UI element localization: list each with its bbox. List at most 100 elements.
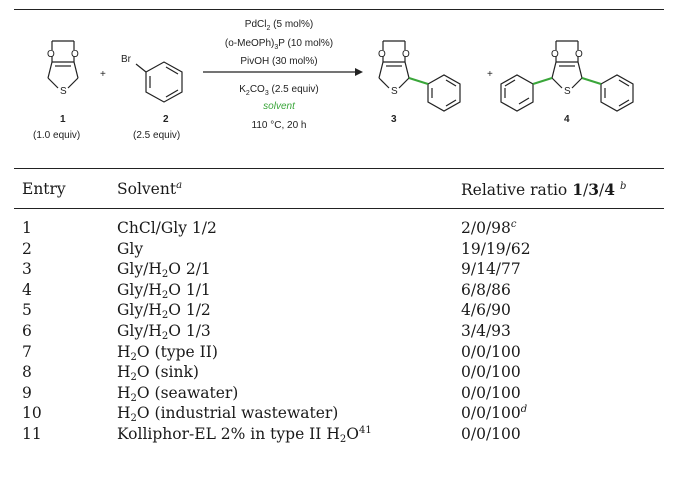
solvent-text-part: H [117, 404, 131, 423]
ratio-value: 4/6/90 [461, 301, 511, 320]
solvent-text-part: 2 [161, 289, 169, 301]
top-rule [14, 9, 664, 11]
header-entry: Entry [22, 180, 66, 198]
ratio-value: 0/0/100 [461, 383, 521, 402]
solvent-cell: Gly/H2O 1/2 [117, 301, 211, 321]
ratio-cell: 0/0/100 [461, 425, 521, 443]
product-4-label: 4 [564, 114, 570, 125]
atom-o: O [71, 49, 79, 60]
solvent-cell: Gly/H2O 1/3 [117, 322, 211, 342]
solvent-cell: H2O (industrial wastewater) [117, 404, 338, 425]
solvent-text-part: O 1/3 [168, 322, 211, 340]
solvent-text-part: 2 [130, 351, 137, 363]
solvent-text-part: Gly/H [117, 260, 162, 279]
atom-o: O [551, 49, 559, 60]
atom-o: O [402, 49, 410, 60]
ratio-cell: 3/4/93 [461, 322, 511, 340]
solvent-cell: H2O (type II) [117, 342, 218, 363]
product-3-structure [378, 40, 461, 112]
ratio-cell: 0/0/100 [461, 384, 521, 402]
solvent-text-part: Kolliphor-EL 2% in type II H [117, 425, 340, 443]
new-bond-right [581, 77, 602, 85]
ratio-cell: 4/6/90 [461, 301, 511, 319]
entry-number: 9 [22, 383, 32, 402]
reactant-1-label: 1 [60, 114, 66, 125]
ratio-value: 6/8/86 [461, 280, 511, 299]
solvent-text-part: Gly/H [117, 322, 162, 340]
solvent-cell: Gly/H2O 2/1 [117, 260, 211, 281]
solvent-text-part: Gly [117, 239, 144, 258]
solvent-text-part: O [346, 425, 359, 443]
solvent-text-part: 2 [130, 372, 137, 384]
solvent-text-part: O 1/1 [168, 280, 211, 299]
entry-number: 4 [22, 280, 32, 299]
solvent-text-part: Gly/H [117, 301, 162, 320]
header-rule [14, 208, 664, 209]
table-row: 3 Gly/H2O 2/1 9/14/77 [0, 260, 675, 280]
condition-ligand: (o-MeOPh)3P (10 mol%) [225, 38, 333, 51]
entry-number: 7 [22, 342, 32, 361]
solvent-text-part: 2 [161, 269, 169, 281]
reactant-2-label: 2 [163, 114, 169, 125]
solvent-text-part: 2 [161, 331, 169, 342]
entry-number: 8 [22, 363, 32, 382]
ratio-value: 19/19/62 [461, 239, 531, 258]
atom-o: O [575, 49, 583, 60]
ratio-value: 0/0/100 [461, 363, 521, 382]
ratio-value: 3/4/93 [461, 322, 511, 340]
atom-s: S [391, 86, 398, 97]
arrow-head [355, 68, 363, 76]
solvent-cell: Kolliphor-EL 2% in type II H2O41 [117, 425, 372, 445]
ratio-cell: 0/0/100 [461, 363, 521, 381]
ratio-value: 9/14/77 [461, 260, 521, 279]
solvent-text-part: H [117, 342, 131, 361]
bromobenzene-structure [135, 61, 183, 103]
table-row: 7 H2O (type II) 0/0/100 [0, 343, 675, 363]
ratio-cell: 19/19/62 [461, 240, 531, 258]
solvent-text-part: O 2/1 [168, 260, 211, 279]
ratio-footnote: d [520, 404, 528, 416]
entry-number: 11 [22, 425, 42, 443]
solvent-text-part: 41 [358, 425, 372, 436]
solvent-text-part: O 1/2 [168, 301, 211, 320]
solvent-cell: Gly [117, 240, 143, 258]
reaction-conditions: PdCl2 (5 mol%) (o-MeOPh)3P (10 mol%) Piv… [203, 19, 363, 131]
solvent-text-part: 2 [339, 434, 347, 445]
table-row: 10 H2O (industrial wastewater) 0/0/100d [0, 404, 675, 424]
condition-base: K2CO3 (2.5 equiv) [239, 84, 319, 97]
solvent-cell: H2O (sink) [117, 363, 199, 384]
ratio-cell: 6/8/86 [461, 281, 511, 299]
atom-o: O [47, 49, 55, 60]
product-4-structure [500, 40, 634, 112]
ratio-cell: 0/0/100d [461, 404, 527, 422]
ratio-cell: 2/0/98c [461, 219, 517, 237]
entry-number: 1 [22, 219, 32, 237]
header-relative-ratio: Relative ratio 1/3/4 b [461, 180, 627, 199]
entry-number: 3 [22, 260, 32, 279]
entry-number: 10 [22, 404, 42, 423]
condition-solvent: solvent [263, 101, 296, 112]
ratio-value: 0/0/100 [461, 425, 521, 443]
plus-sign: + [100, 69, 106, 80]
solvent-cell: H2O (seawater) [117, 383, 238, 404]
solvent-text-part: H [117, 383, 131, 402]
new-bond [408, 77, 429, 85]
atom-s: S [564, 86, 571, 97]
solvent-text-part: 2 [130, 413, 137, 425]
ratio-cell: 0/0/100 [461, 343, 521, 361]
solvent-text-part: Gly/H [117, 280, 162, 299]
entry-number: 2 [22, 239, 32, 258]
edot-structure-1 [47, 40, 79, 89]
reactant-2-equiv: (2.5 equiv) [133, 130, 180, 141]
table-row: 11 Kolliphor-EL 2% in type II H2O41 0/0/10… [0, 425, 675, 445]
table-row: 4 Gly/H2O 1/1 6/8/86 [0, 281, 675, 301]
ratio-value: 0/0/100 [461, 342, 521, 361]
solvent-text-part: 2 [130, 392, 137, 404]
condition-catalyst: PdCl2 (5 mol%) [245, 19, 313, 32]
ratio-cell: 9/14/77 [461, 260, 521, 278]
solvent-text-part: H [117, 363, 131, 382]
atom-o: O [378, 49, 386, 60]
